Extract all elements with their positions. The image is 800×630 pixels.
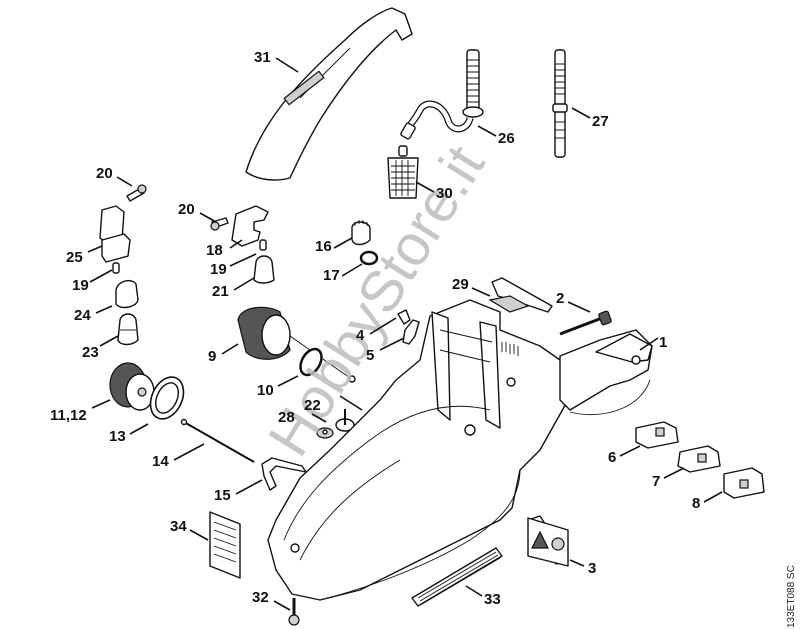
grip-strip-part[interactable] [411, 547, 503, 607]
switch-slider-part[interactable] [635, 421, 679, 449]
callout-6[interactable]: 6 [608, 449, 616, 466]
seal-ring-part[interactable] [144, 372, 190, 425]
oil-pump-part[interactable] [237, 306, 356, 383]
pin-part[interactable] [112, 262, 120, 274]
screw-part[interactable] [126, 184, 147, 202]
callout-25[interactable]: 25 [66, 249, 83, 266]
callout-28[interactable]: 28 [278, 409, 295, 426]
callout-3[interactable]: 3 [588, 560, 596, 577]
callout-4[interactable]: 4 [356, 327, 365, 344]
bolt-part[interactable] [559, 310, 612, 336]
lever-knob-part[interactable] [115, 279, 139, 309]
callout-33[interactable]: 33 [484, 591, 501, 608]
callout-32[interactable]: 32 [252, 589, 269, 606]
housing-part[interactable] [267, 299, 653, 601]
callout-21[interactable]: 21 [212, 283, 229, 300]
callout-7[interactable]: 7 [652, 473, 660, 490]
valve-part[interactable] [351, 220, 371, 246]
spring-clip-part[interactable] [402, 319, 420, 345]
knob-part[interactable] [253, 255, 275, 284]
callout-27[interactable]: 27 [592, 113, 609, 130]
reference-code: 133ET088 SC [786, 565, 797, 628]
callout-20a[interactable]: 20 [96, 165, 113, 182]
callout-9[interactable]: 9 [208, 348, 216, 365]
switch-slider-part[interactable] [677, 445, 721, 473]
callout-13[interactable]: 13 [109, 428, 126, 445]
impulse-hose-part[interactable] [552, 49, 568, 158]
throttle-rod-part[interactable] [180, 418, 255, 463]
lever-part[interactable] [261, 457, 307, 491]
damper-part[interactable] [335, 409, 355, 432]
callout-16[interactable]: 16 [315, 238, 332, 255]
callout-26[interactable]: 26 [498, 130, 515, 147]
knob-part[interactable] [117, 313, 139, 346]
shaft-housing-part[interactable] [231, 205, 269, 247]
callout-17[interactable]: 17 [323, 267, 340, 284]
cover-plate-part[interactable] [488, 277, 553, 313]
leader-lines [87, 57, 723, 611]
callout-34[interactable]: 34 [170, 518, 187, 535]
grommet-part[interactable] [316, 427, 334, 439]
callout-24[interactable]: 24 [74, 307, 91, 324]
callout-19b[interactable]: 19 [210, 261, 227, 278]
screw-part[interactable] [288, 598, 300, 626]
callout-labels: 31 26 27 30 20 20 25 18 19 19 21 16 17 2… [50, 49, 700, 608]
callout-22-label[interactable]: 22 [304, 397, 321, 414]
warning-decal-part[interactable] [527, 515, 569, 567]
callout-5[interactable]: 5 [366, 347, 374, 364]
callout-31[interactable]: 31 [254, 49, 271, 66]
callout-14[interactable]: 14 [152, 453, 169, 470]
callout-18[interactable]: 18 [206, 242, 223, 259]
callout-19a[interactable]: 19 [72, 277, 89, 294]
switch-slider-part[interactable] [723, 467, 765, 499]
callout-20b[interactable]: 20 [178, 201, 195, 218]
callout-23[interactable]: 23 [82, 344, 99, 361]
callout-2[interactable]: 2 [556, 290, 564, 307]
callout-10[interactable]: 10 [257, 382, 274, 399]
callout-15[interactable]: 15 [214, 487, 231, 504]
cap-part[interactable] [109, 362, 155, 411]
clip-part[interactable] [397, 309, 411, 325]
label-plate-part[interactable] [209, 511, 241, 579]
callout-30[interactable]: 30 [436, 185, 453, 202]
callout-8[interactable]: 8 [692, 495, 700, 512]
callout-29[interactable]: 29 [452, 276, 469, 293]
o-ring-part[interactable] [359, 250, 379, 266]
fuel-hose-part[interactable] [400, 49, 484, 140]
fuel-filter-part[interactable] [387, 145, 419, 199]
handle-bar-part[interactable] [245, 7, 413, 181]
o-ring-part[interactable] [296, 345, 326, 378]
callout-11-12[interactable]: 11,12 [50, 407, 87, 424]
choke-lever-part[interactable] [99, 205, 131, 263]
callout-1[interactable]: 1 [659, 334, 667, 351]
pin-part[interactable] [259, 239, 267, 251]
